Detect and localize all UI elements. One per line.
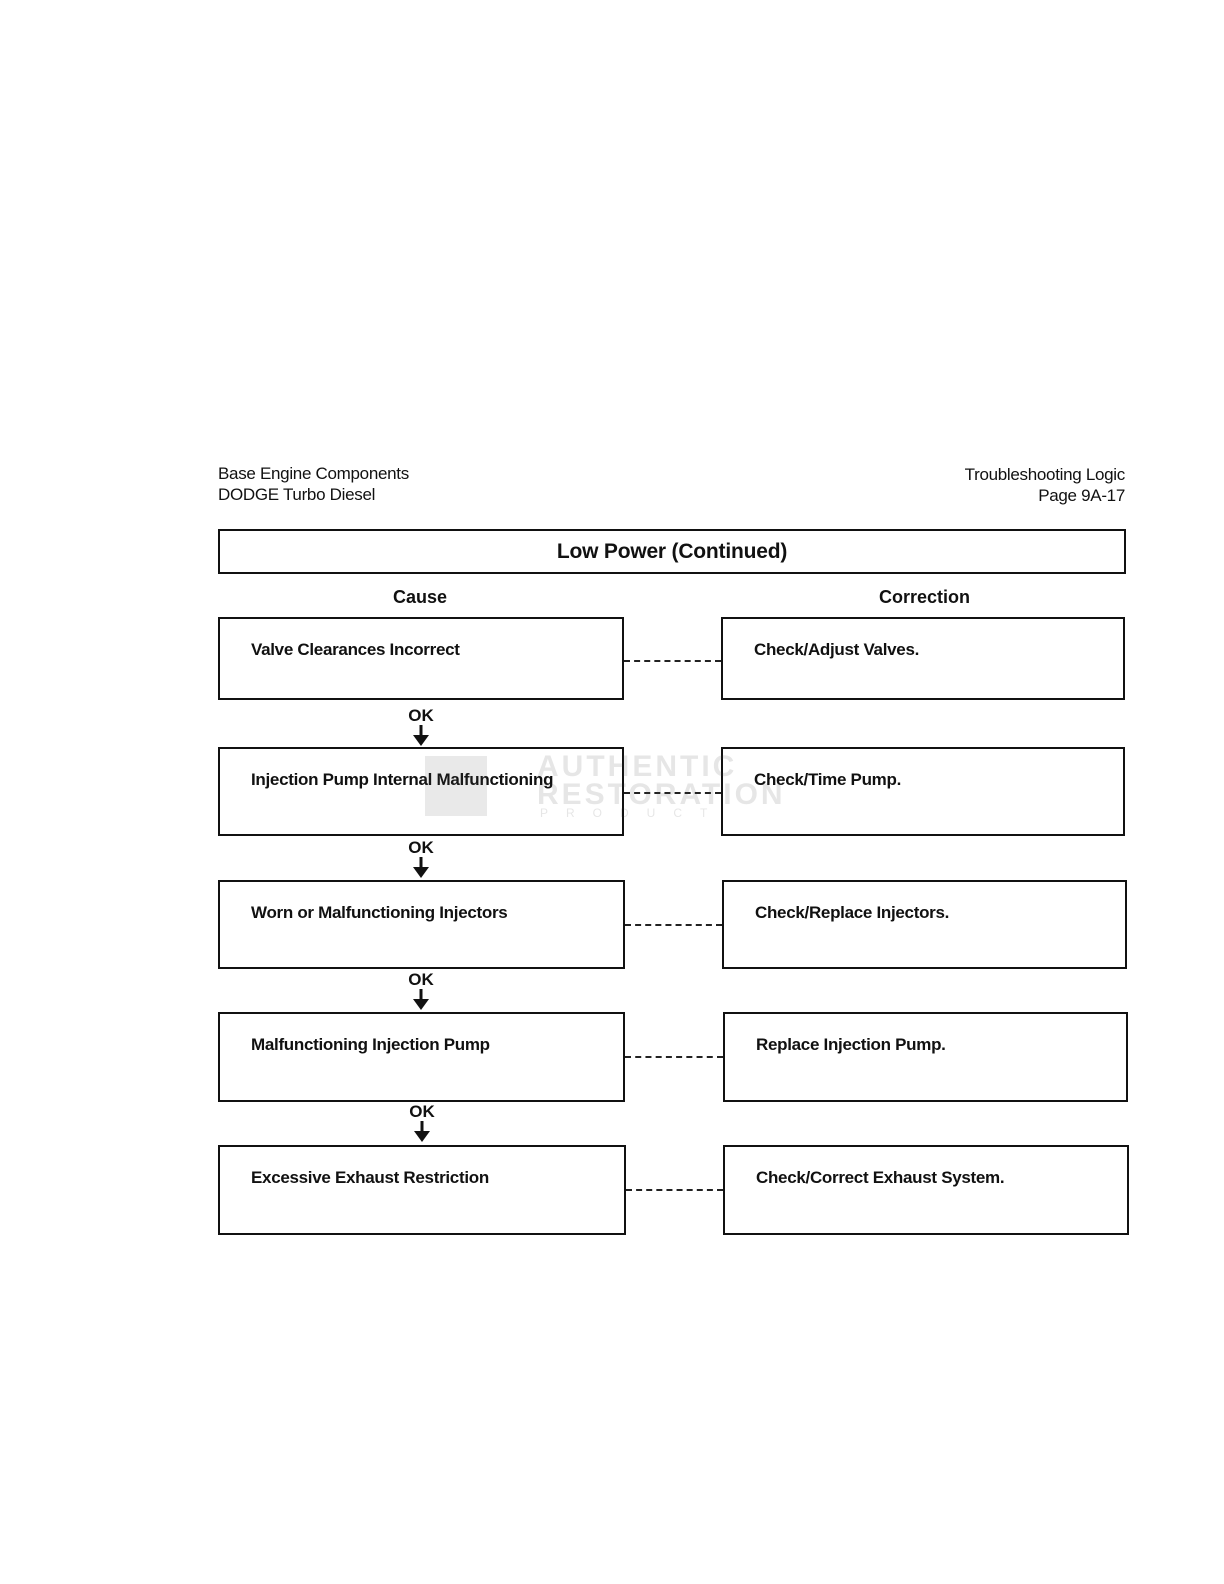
correction-text: Replace Injection Pump. bbox=[756, 1035, 946, 1054]
header-section-title: Base Engine Components bbox=[218, 464, 409, 483]
ok-label: OK bbox=[409, 1102, 435, 1121]
cause-box: Valve Clearances Incorrect bbox=[218, 617, 624, 700]
page-title-box: Low Power (Continued) bbox=[218, 529, 1126, 574]
correction-text: Check/Time Pump. bbox=[754, 770, 901, 789]
correction-text: Check/Adjust Valves. bbox=[754, 640, 920, 659]
header-vehicle-title: DODGE Turbo Diesel bbox=[218, 485, 376, 504]
page-number: Page 9A-17 bbox=[1038, 486, 1125, 505]
correction-box: Check/Correct Exhaust System. bbox=[723, 1145, 1129, 1235]
header-left: Base Engine Components DODGE Turbo Diese… bbox=[218, 463, 409, 505]
cause-text: Valve Clearances Incorrect bbox=[251, 640, 460, 659]
ok-label: OK bbox=[408, 970, 434, 989]
cause-box: Injection Pump Internal Malfunctioning bbox=[218, 747, 624, 836]
cause-text: Malfunctioning Injection Pump bbox=[251, 1035, 490, 1054]
cause-text: Excessive Exhaust Restriction bbox=[251, 1168, 489, 1187]
dashed-connector bbox=[625, 924, 722, 926]
page-title: Low Power (Continued) bbox=[556, 539, 788, 563]
down-arrow-icon bbox=[413, 989, 429, 1010]
correction-box: Replace Injection Pump. bbox=[723, 1012, 1128, 1102]
cause-box: Worn or Malfunctioning Injectors bbox=[218, 880, 625, 969]
correction-text: Check/Correct Exhaust System. bbox=[756, 1168, 1005, 1187]
header-chapter-title: Troubleshooting Logic bbox=[964, 465, 1126, 484]
correction-text: Check/Replace Injectors. bbox=[755, 903, 950, 922]
correction-box: Check/Adjust Valves. bbox=[721, 617, 1125, 700]
down-arrow-icon bbox=[413, 857, 429, 878]
dashed-connector bbox=[625, 1056, 723, 1058]
dashed-connector bbox=[624, 660, 721, 662]
ok-label: OK bbox=[408, 838, 434, 857]
correction-column-heading: Correction bbox=[879, 587, 971, 607]
down-arrow-icon bbox=[413, 725, 429, 746]
cause-text: Worn or Malfunctioning Injectors bbox=[251, 903, 508, 922]
correction-box: Check/Time Pump. bbox=[721, 747, 1125, 836]
cause-text: Injection Pump Internal Malfunctioning bbox=[251, 770, 554, 789]
header-right: Troubleshooting Logic Page 9A-17 bbox=[964, 464, 1126, 506]
down-arrow-icon bbox=[414, 1121, 430, 1142]
cause-box: Excessive Exhaust Restriction bbox=[218, 1145, 626, 1235]
ok-label: OK bbox=[408, 706, 434, 725]
dashed-connector bbox=[624, 792, 721, 794]
cause-column-heading: Cause bbox=[393, 587, 448, 607]
dashed-connector bbox=[626, 1189, 723, 1191]
correction-box: Check/Replace Injectors. bbox=[722, 880, 1127, 969]
cause-box: Malfunctioning Injection Pump bbox=[218, 1012, 625, 1102]
